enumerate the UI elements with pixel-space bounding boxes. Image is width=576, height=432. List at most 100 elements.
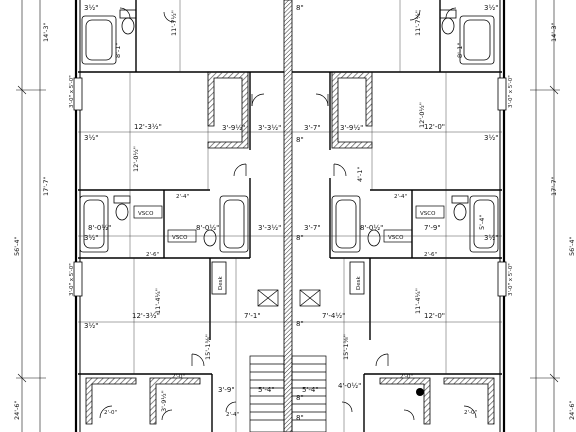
meter-icon bbox=[416, 388, 424, 396]
right-total-dim: 56'-4" bbox=[568, 236, 576, 256]
left-mid-dim: 17'-7" bbox=[42, 176, 50, 196]
left-d-row1-c: 3'-9½" bbox=[222, 124, 245, 132]
right-d-row1-d: 3'-7" bbox=[304, 124, 321, 132]
left-top-dim: 14'-3" bbox=[42, 22, 50, 42]
right-d-row1-b: 12'-0" bbox=[424, 123, 445, 131]
bathtub-right-mid bbox=[331, 195, 361, 253]
toilet-right-top bbox=[439, 9, 457, 35]
right-d-row2-a: 3½" bbox=[484, 234, 498, 242]
center-dimensions: 8" 8" 8" 8" 8" 8" bbox=[296, 4, 304, 422]
left-d-row2-g: 15'-1⅝" bbox=[204, 334, 212, 360]
center-wall-4: 8" bbox=[296, 320, 304, 328]
left-total-dim: 56'-4" bbox=[13, 236, 21, 256]
left-small-3: 2'-4" bbox=[226, 412, 239, 418]
right-d-row3-a: 5'-4" bbox=[302, 386, 319, 394]
left-d-bath2: 8'-0½" bbox=[88, 224, 111, 232]
left-d-row1-a: 3½" bbox=[84, 134, 98, 142]
left-unit-dimensions: 3½" 11'-7½" 8'-1" 3½" 12'-3½" 3'-9½" 3'-… bbox=[84, 4, 281, 418]
vanity-label-left-1: VSCO bbox=[138, 211, 154, 217]
right-d-top-1: 3½" bbox=[484, 4, 498, 12]
right-d-row1-a: 3½" bbox=[484, 134, 498, 142]
doors bbox=[99, 7, 477, 421]
left-d-row2-e: 11'-4¼" bbox=[154, 288, 162, 314]
right-d-row1-c: 3'-9½" bbox=[340, 124, 363, 132]
right-d-bath2-c: 5'-4" bbox=[478, 215, 486, 230]
left-d-row2-c: 3½" bbox=[84, 322, 98, 330]
center-stair-2: 8" bbox=[296, 414, 304, 422]
center-wall-2: 8" bbox=[296, 136, 304, 144]
left-d-top-1: 3½" bbox=[84, 4, 98, 12]
left-d-row1-e: 12'-0½" bbox=[132, 146, 140, 172]
left-d-row2-d: 12'-3½" bbox=[132, 312, 160, 320]
bathtub-left-mid bbox=[79, 195, 109, 253]
right-d-bath2-b: 7'-9" bbox=[424, 224, 441, 232]
toilet-right-mid bbox=[451, 195, 469, 221]
right-window-2: 3'-0" x 5'-0" bbox=[508, 263, 514, 296]
right-d-bath-w: 8'-1" bbox=[456, 43, 464, 58]
right-unit-dimensions: 3½" 11'-7½" 8'-1" 3½" 12'-0" 3'-9½" 3'-7… bbox=[302, 4, 498, 416]
left-d-bath-w: 8'-1" bbox=[114, 43, 122, 58]
right-small-1: 2'-4" bbox=[394, 194, 407, 200]
left-d-row3-c: 3'-9½" bbox=[160, 390, 168, 412]
left-d-row3-b: 5'-4" bbox=[258, 386, 275, 394]
right-top-dim: 14'-3" bbox=[550, 22, 558, 42]
left-d-row1-b: 12'-3½" bbox=[134, 123, 162, 131]
right-d-row2-f: 7'-4½" bbox=[322, 312, 345, 320]
vanity-label-right-1: VSCO bbox=[420, 211, 436, 217]
center-wall-1: 8" bbox=[296, 4, 304, 12]
right-d-row2-e: 11'-4¼" bbox=[414, 288, 422, 314]
right-window-1: 3'-0" x 5'-0" bbox=[508, 75, 514, 108]
left-small-1: 2'-4" bbox=[176, 194, 189, 200]
desk-label-right: Desk bbox=[356, 276, 362, 290]
bathtub-right-mid-2 bbox=[469, 195, 499, 253]
left-window-1: 3'-0" x 5'-0" bbox=[69, 75, 75, 108]
right-d-bath2: 8'-0½" bbox=[360, 224, 383, 232]
toilet-left-mid bbox=[113, 195, 131, 221]
left-window-2: 3'-0" x 5'-0" bbox=[69, 263, 75, 296]
right-d-row1-e: 12'-0½" bbox=[418, 102, 426, 128]
left-d-row1-d: 3'-3½" bbox=[258, 124, 281, 132]
center-wall-3: 8" bbox=[296, 234, 304, 242]
left-d-row2-a: 3½" bbox=[84, 234, 98, 242]
left-small-4: 2'-0" bbox=[104, 410, 117, 416]
desk-label-left: Desk bbox=[218, 276, 224, 290]
left-d-row2-b: 3'-3½" bbox=[258, 224, 281, 232]
bathtub-left-mid-2 bbox=[219, 195, 249, 253]
left-d-bath2-b: 8'-0½" bbox=[196, 224, 219, 232]
right-mid-dim: 17'-7" bbox=[550, 176, 558, 196]
right-d-top-2: 11'-7½" bbox=[414, 10, 422, 36]
left-small-2: 2'-6" bbox=[146, 252, 159, 258]
bathtub-left-top bbox=[81, 15, 117, 65]
dimension-grid bbox=[78, 0, 502, 432]
left-d-row3-a: 3'-9" bbox=[218, 386, 235, 394]
closets bbox=[85, 71, 495, 425]
left-d-top-2: 11'-7½" bbox=[170, 10, 178, 36]
vanity-label-right-2: VSCO bbox=[388, 235, 404, 241]
right-small-3: 2'-0" bbox=[400, 374, 413, 380]
window-marks bbox=[73, 77, 507, 297]
right-small-4: 2'-0" bbox=[464, 410, 477, 416]
toilet-left-mid-2 bbox=[203, 229, 217, 247]
toilet-left-top bbox=[119, 9, 137, 35]
right-d-row2-h: 4'-1" bbox=[356, 167, 364, 182]
room-walls bbox=[78, 0, 502, 432]
right-d-row2-g: 15'-1⅝" bbox=[342, 334, 350, 360]
left-d-row2-f: 7'-1" bbox=[244, 312, 261, 320]
right-d-row2-b: 3'-7" bbox=[304, 224, 321, 232]
left-bottom-dim: 24'-6" bbox=[13, 400, 21, 420]
right-bottom-dim: 24'-6" bbox=[568, 400, 576, 420]
left-small-5: 2'-0" bbox=[172, 374, 185, 380]
right-small-2: 2'-6" bbox=[424, 252, 437, 258]
skylights bbox=[257, 289, 321, 307]
vanity-label-left-2: VSCO bbox=[172, 235, 188, 241]
right-d-row2-c: 12'-0" bbox=[424, 312, 445, 320]
overall-dimensions bbox=[16, 0, 560, 432]
center-stair-1: 8" bbox=[296, 394, 304, 402]
stairs bbox=[249, 355, 327, 432]
toilet-right-mid-2 bbox=[367, 229, 381, 247]
desks bbox=[211, 261, 365, 295]
party-wall bbox=[283, 0, 293, 432]
bathtub-right-top bbox=[459, 15, 495, 65]
right-d-row3-b: 4'-0½" bbox=[338, 382, 361, 390]
